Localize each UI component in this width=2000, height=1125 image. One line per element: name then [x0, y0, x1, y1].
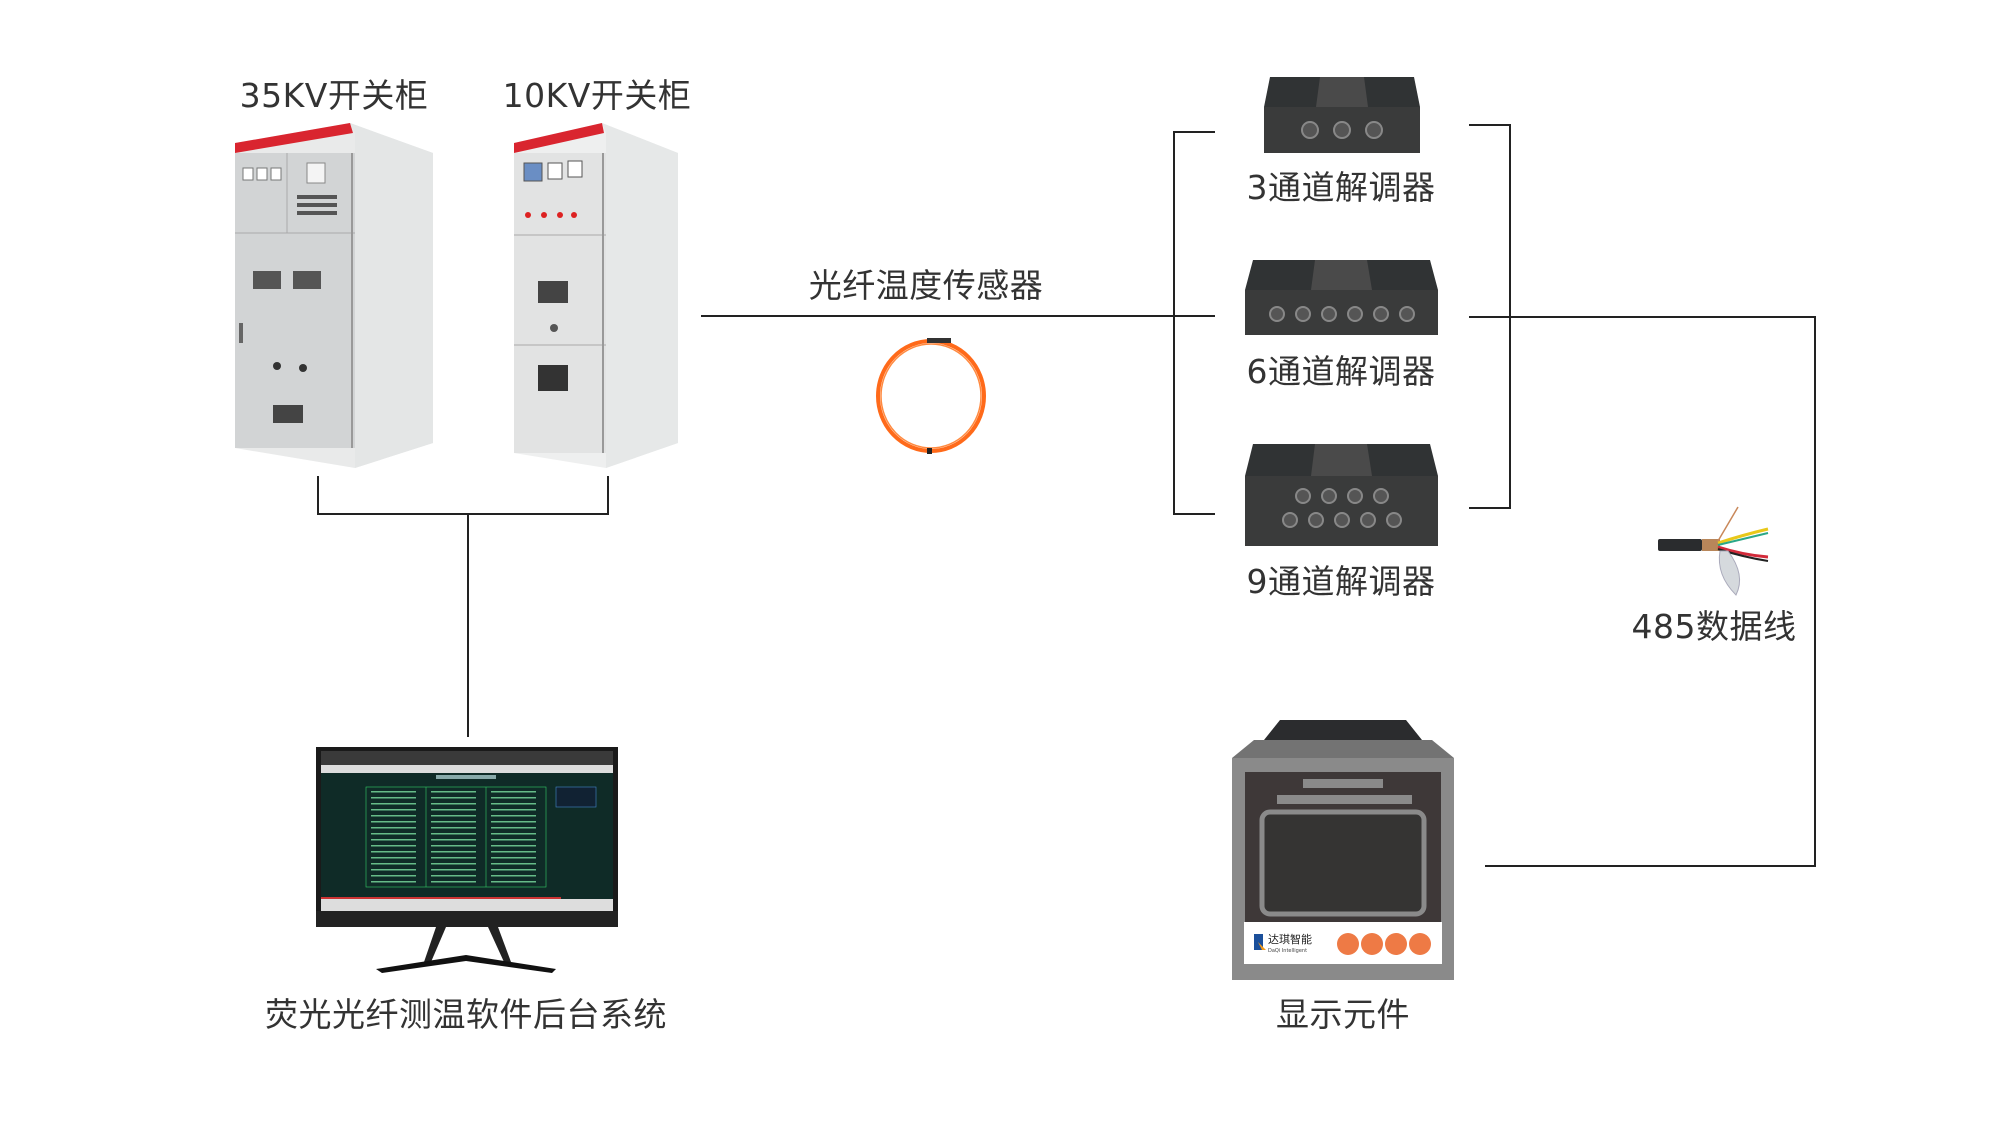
monitor-table-row [491, 809, 536, 811]
monitor-table-row [491, 869, 536, 871]
cabinet-10kv-image [514, 123, 680, 468]
monitor-table-row [491, 863, 536, 865]
monitor-table-row [491, 821, 536, 823]
monitor-table-row [491, 833, 536, 835]
cabinet-bracket-left [317, 476, 319, 515]
monitor-table-row [491, 875, 536, 877]
cabinet-35kv-label: 35KV开关柜 [239, 76, 429, 115]
fiber-sensor-label: 光纤温度传感器 [808, 266, 1044, 305]
monitor-table-row [491, 845, 536, 847]
display-logo-en: DaQi Intelligent [1268, 948, 1307, 954]
demod-stub-3-right [1469, 124, 1511, 126]
monitor-table-row [431, 875, 476, 877]
demod-3-label: 3通道解调器 [1246, 168, 1436, 207]
software-label: 荧光光纤测温软件后台系统 [265, 995, 667, 1034]
software-monitor-image [316, 747, 618, 977]
monitor-table-row [431, 857, 476, 859]
monitor-table-row [371, 803, 416, 805]
demod-stub-9-left [1173, 513, 1215, 515]
demod-6-image [1245, 260, 1438, 335]
monitor-table-row [431, 809, 476, 811]
monitor-table-row [431, 851, 476, 853]
rs485-cable-label: 485数据线 [1631, 607, 1797, 646]
monitor-table-row [431, 869, 476, 871]
monitor-table-row [371, 809, 416, 811]
rs485-line-bottom [1485, 865, 1816, 867]
monitor-table-row [371, 845, 416, 847]
monitor-table-row [431, 821, 476, 823]
monitor-table-row [371, 875, 416, 877]
monitor-table-row [371, 881, 416, 883]
monitor-table-row [491, 827, 536, 829]
cabinet-bracket-bottom [317, 513, 609, 515]
rs485-line-vertical [1814, 316, 1816, 867]
demod-3-image [1264, 77, 1420, 153]
monitor-table-row [371, 833, 416, 835]
display-logo-cn: 达琪智能 [1268, 932, 1312, 946]
display-device-image: 达琪智能 DaQi Intelligent [1232, 720, 1454, 980]
monitor-table-row [371, 797, 416, 799]
cabinet-35kv-image [235, 123, 435, 468]
monitor-table-row [371, 857, 416, 859]
demod-bracket-left [1173, 131, 1175, 515]
monitor-table-row [491, 857, 536, 859]
monitor-table-row [371, 821, 416, 823]
demod-6-label: 6通道解调器 [1246, 352, 1436, 391]
fiber-sensor-image [872, 332, 992, 456]
fiber-line [701, 315, 1215, 317]
monitor-table-row [431, 833, 476, 835]
monitor-table-row [371, 827, 416, 829]
monitor-table-row [371, 815, 416, 817]
monitor-table-row [491, 815, 536, 817]
monitor-table-row [431, 845, 476, 847]
demod-stub-9-right [1469, 507, 1511, 509]
monitor-table-row [431, 815, 476, 817]
monitor-table-row [491, 791, 536, 793]
monitor-table-row [371, 839, 416, 841]
display-label: 显示元件 [1276, 995, 1410, 1034]
cabinet-10kv-label: 10KV开关柜 [502, 76, 692, 115]
monitor-table-row [371, 863, 416, 865]
demod-stub-3-left [1173, 131, 1215, 133]
monitor-table-row [371, 869, 416, 871]
cabinet-to-software-line [467, 513, 469, 737]
monitor-table-row [431, 839, 476, 841]
monitor-table-row [431, 863, 476, 865]
demod-9-image [1245, 444, 1438, 546]
monitor-table-row [491, 851, 536, 853]
monitor-table-row [491, 839, 536, 841]
monitor-table-row [431, 791, 476, 793]
monitor-table-row [491, 803, 536, 805]
cabinet-bracket-right [607, 476, 609, 515]
demod-9-label: 9通道解调器 [1246, 562, 1436, 601]
monitor-table-row [371, 791, 416, 793]
monitor-table-row [431, 803, 476, 805]
monitor-table-row [431, 797, 476, 799]
rs485-cable-image [1658, 505, 1774, 597]
monitor-table-row [371, 851, 416, 853]
monitor-table-row [431, 881, 476, 883]
monitor-table-row [491, 881, 536, 883]
monitor-table-row [491, 797, 536, 799]
rs485-line-top [1469, 316, 1816, 318]
monitor-table-row [431, 827, 476, 829]
